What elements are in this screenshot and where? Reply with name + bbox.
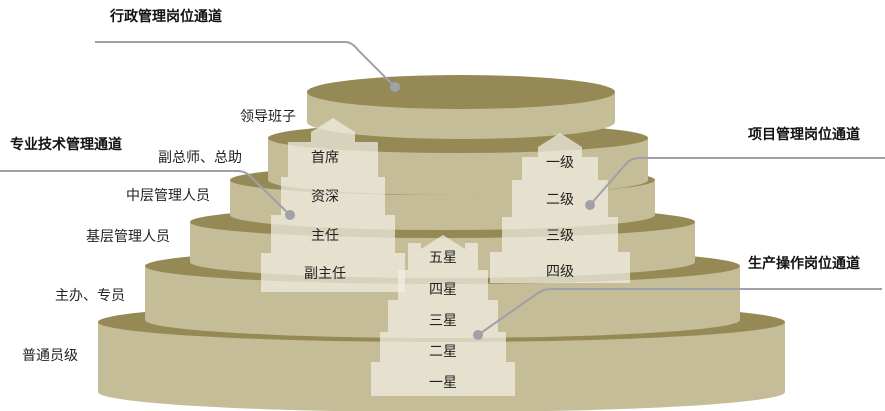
technical-dot — [285, 210, 295, 220]
project-dot — [585, 200, 595, 210]
production-level: 五星 — [429, 250, 457, 266]
project-level: 一级 — [546, 155, 574, 171]
admin-dot — [390, 82, 400, 92]
technical-leader-line — [0, 170, 291, 216]
technical-arrow — [261, 118, 405, 292]
project-channel-title: 项目管理岗位通道 — [748, 127, 860, 143]
technical-level: 资深 — [311, 189, 339, 205]
production-level: 四星 — [429, 282, 457, 298]
production-level: 一星 — [429, 375, 457, 391]
pyramid-tier — [307, 75, 615, 139]
project-arrow — [490, 133, 630, 283]
technical-level: 副主任 — [304, 266, 346, 282]
tier-label: 主办、专员 — [55, 288, 125, 304]
project-level: 三级 — [546, 228, 574, 244]
project-leader-line — [589, 157, 885, 206]
project-level: 四级 — [546, 264, 574, 280]
production-arrow — [371, 235, 515, 396]
tier-label: 领导班子 — [240, 109, 296, 125]
production-level: 三星 — [429, 313, 457, 329]
technical-level: 主任 — [311, 228, 339, 244]
production-dot — [473, 330, 483, 340]
production-leader-line — [477, 288, 882, 336]
project-level: 二级 — [546, 192, 574, 208]
tier-label: 基层管理人员 — [86, 229, 170, 245]
tier-label: 中层管理人员 — [126, 188, 210, 204]
admin-channel-title: 行政管理岗位通道 — [110, 9, 222, 25]
production-channel-title: 生产操作岗位通道 — [748, 256, 860, 272]
admin-leader-line — [95, 41, 396, 88]
tier-label: 普通员级 — [22, 348, 78, 364]
tier-label: 副总师、总助 — [158, 150, 242, 166]
production-level: 二星 — [429, 344, 457, 360]
technical-channel-title: 专业技术管理通道 — [10, 137, 122, 153]
technical-level: 首席 — [311, 150, 339, 166]
